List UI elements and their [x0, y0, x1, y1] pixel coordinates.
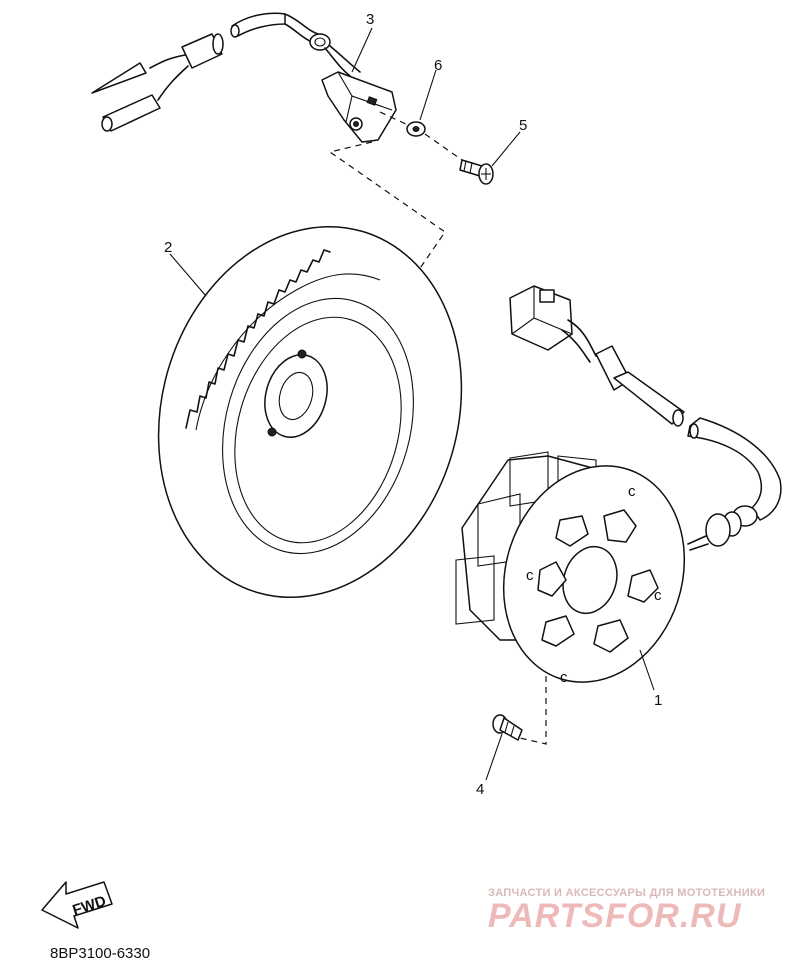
stator-assembly: c c c c: [455, 451, 686, 686]
leader-5: [491, 131, 521, 167]
stator-screw: [492, 714, 523, 741]
pickup-coil-assembly: [91, 12, 397, 143]
callout-5: 5: [519, 117, 527, 134]
callout-4: 4: [476, 781, 484, 798]
callout-6: 6: [434, 57, 442, 74]
leader-4: [485, 733, 503, 781]
rotor-flywheel: [157, 225, 463, 599]
callout-3: 3: [366, 11, 374, 28]
leader-2: [169, 253, 207, 297]
stator-wire-harness: [509, 285, 782, 551]
watermark-caption: ЗАПЧАСТИ И АКСЕССУАРЫ ДЛЯ МОТОТЕХНИКИ: [488, 887, 766, 899]
svg-text:c: c: [654, 587, 662, 604]
pickup-screw: [459, 159, 494, 185]
callout-2: 2: [164, 239, 172, 256]
diagram-code: 8BP3100-6330: [50, 945, 151, 962]
svg-text:c: c: [628, 483, 636, 500]
leader-6: [419, 69, 437, 121]
svg-text:c: c: [560, 669, 568, 686]
washer: [406, 121, 426, 137]
forward-arrow-icon: FWD: [41, 881, 113, 929]
watermark-logo: PARTSFOR.RU: [488, 897, 742, 935]
callout-1: 1: [654, 692, 662, 709]
leader-3: [351, 27, 373, 73]
leader-1: [639, 649, 655, 691]
svg-text:c: c: [526, 567, 534, 584]
